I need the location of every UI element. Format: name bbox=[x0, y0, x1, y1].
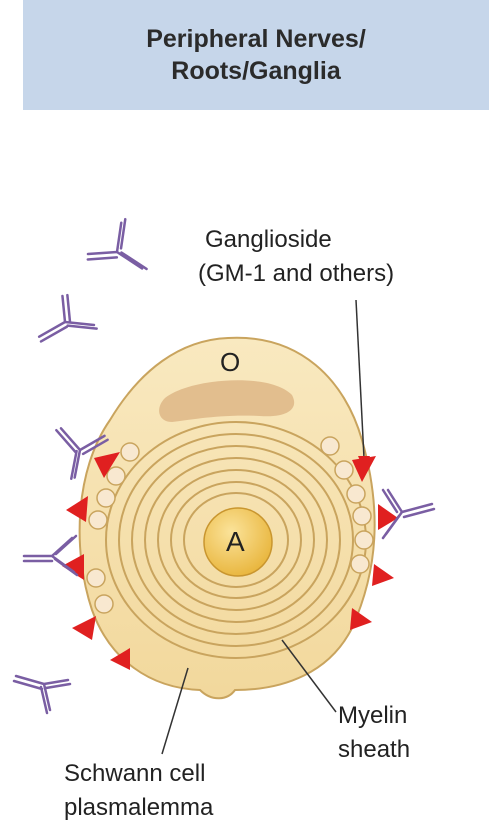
myelin-label-line-2: sheath bbox=[338, 734, 410, 766]
ganglioside-vesicle-icon bbox=[87, 569, 105, 587]
antibody-icon bbox=[24, 536, 77, 575]
antibody-icon bbox=[14, 676, 70, 713]
antigen-triangle-icon bbox=[372, 564, 394, 586]
ganglioside-vesicle-icon bbox=[355, 531, 373, 549]
antigen-triangle-icon bbox=[72, 616, 96, 640]
ganglioside-vesicle-icon bbox=[347, 485, 365, 503]
ganglioside-vesicle-icon bbox=[95, 595, 113, 613]
oligo-nucleus-label: O bbox=[220, 346, 240, 378]
schwann-label-line-1: Schwann cell bbox=[64, 758, 205, 790]
ganglioside-vesicle-icon bbox=[97, 489, 115, 507]
schwann-label-line-2: plasmalemma bbox=[64, 792, 213, 824]
ganglioside-vesicle-icon bbox=[107, 467, 125, 485]
ganglioside-vesicle-icon bbox=[353, 507, 371, 525]
myelin-label-line-1: Myelin bbox=[338, 700, 407, 732]
ganglioside-vesicle-icon bbox=[335, 461, 353, 479]
ganglioside-vesicle-icon bbox=[121, 443, 139, 461]
axon-label: A bbox=[226, 526, 245, 558]
ganglioside-vesicle-icon bbox=[321, 437, 339, 455]
ganglioside-vesicle-icon bbox=[351, 555, 369, 573]
antigen-triangle-icon bbox=[350, 608, 372, 630]
ganglioside-label-line-2: (GM-1 and others) bbox=[198, 258, 394, 290]
ganglioside-label-line-1: Ganglioside bbox=[205, 224, 332, 256]
antigen-triangle-icon bbox=[66, 496, 88, 522]
antibody-icon bbox=[33, 291, 97, 341]
ganglioside-vesicle-icon bbox=[89, 511, 107, 529]
antibody-icon bbox=[79, 218, 146, 287]
